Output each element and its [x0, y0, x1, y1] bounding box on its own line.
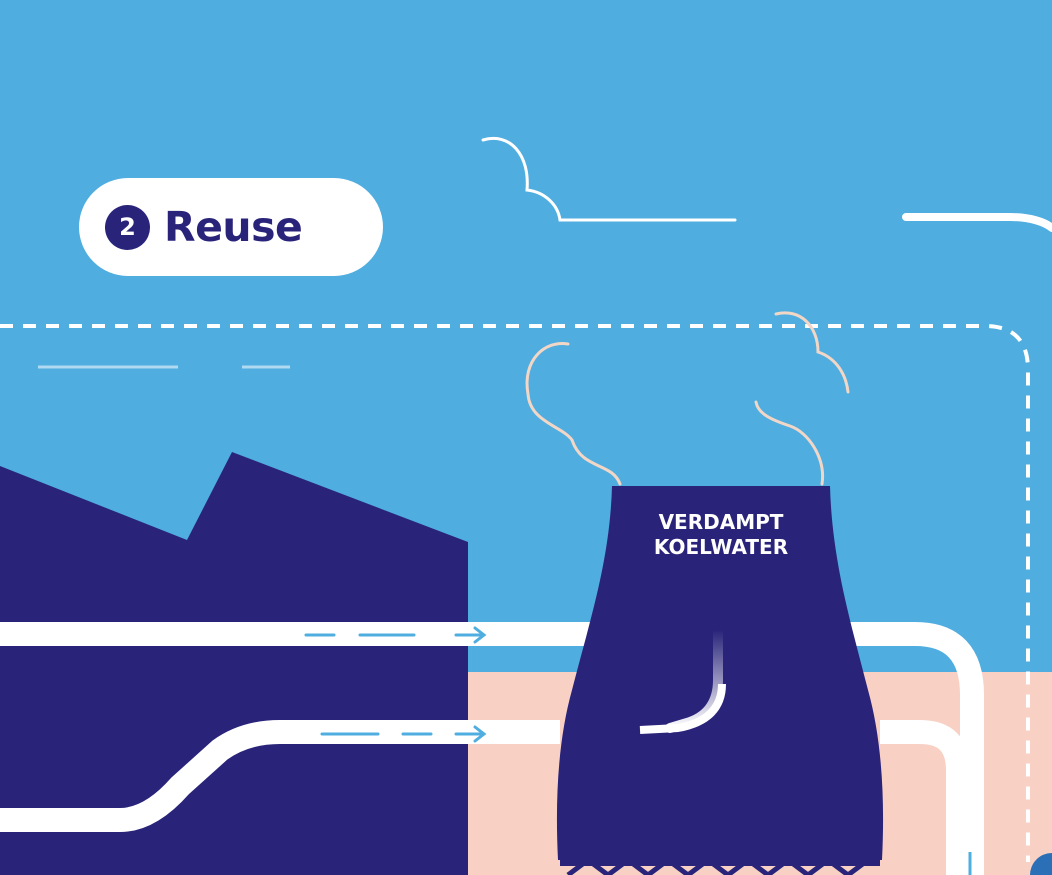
- steam-cloud-icon: [754, 400, 825, 486]
- tower-label: VERDAMPT KOELWATER: [612, 510, 830, 560]
- steam-cloud-icon: [774, 311, 850, 394]
- step-badge: 2 Reuse: [79, 178, 383, 276]
- factory-building: [0, 452, 468, 875]
- pipe-lower: [0, 720, 560, 832]
- steam-cloud-icon: [525, 342, 622, 486]
- pipe-upper-return: [850, 622, 984, 875]
- dashed-flow-line: [0, 324, 1030, 862]
- tower-water-join: [639, 683, 726, 734]
- step-number: 2: [119, 213, 136, 241]
- flow-node-marker: [1030, 853, 1052, 875]
- tower-label-line2: KOELWATER: [653, 535, 789, 559]
- tower-base-rim: [560, 858, 880, 866]
- step-title: Reuse: [164, 203, 303, 251]
- step-number-circle: 2: [105, 204, 150, 250]
- tower-label-line1: VERDAMPT: [658, 510, 784, 534]
- flow-arrow-icon: [304, 626, 487, 644]
- cloud-outline-top: [481, 137, 737, 222]
- flow-arrow-icon: [320, 725, 487, 743]
- pipe-lower-return: [880, 720, 970, 875]
- cloud-outline-right: [902, 213, 1052, 232]
- tower-supports: [566, 856, 870, 875]
